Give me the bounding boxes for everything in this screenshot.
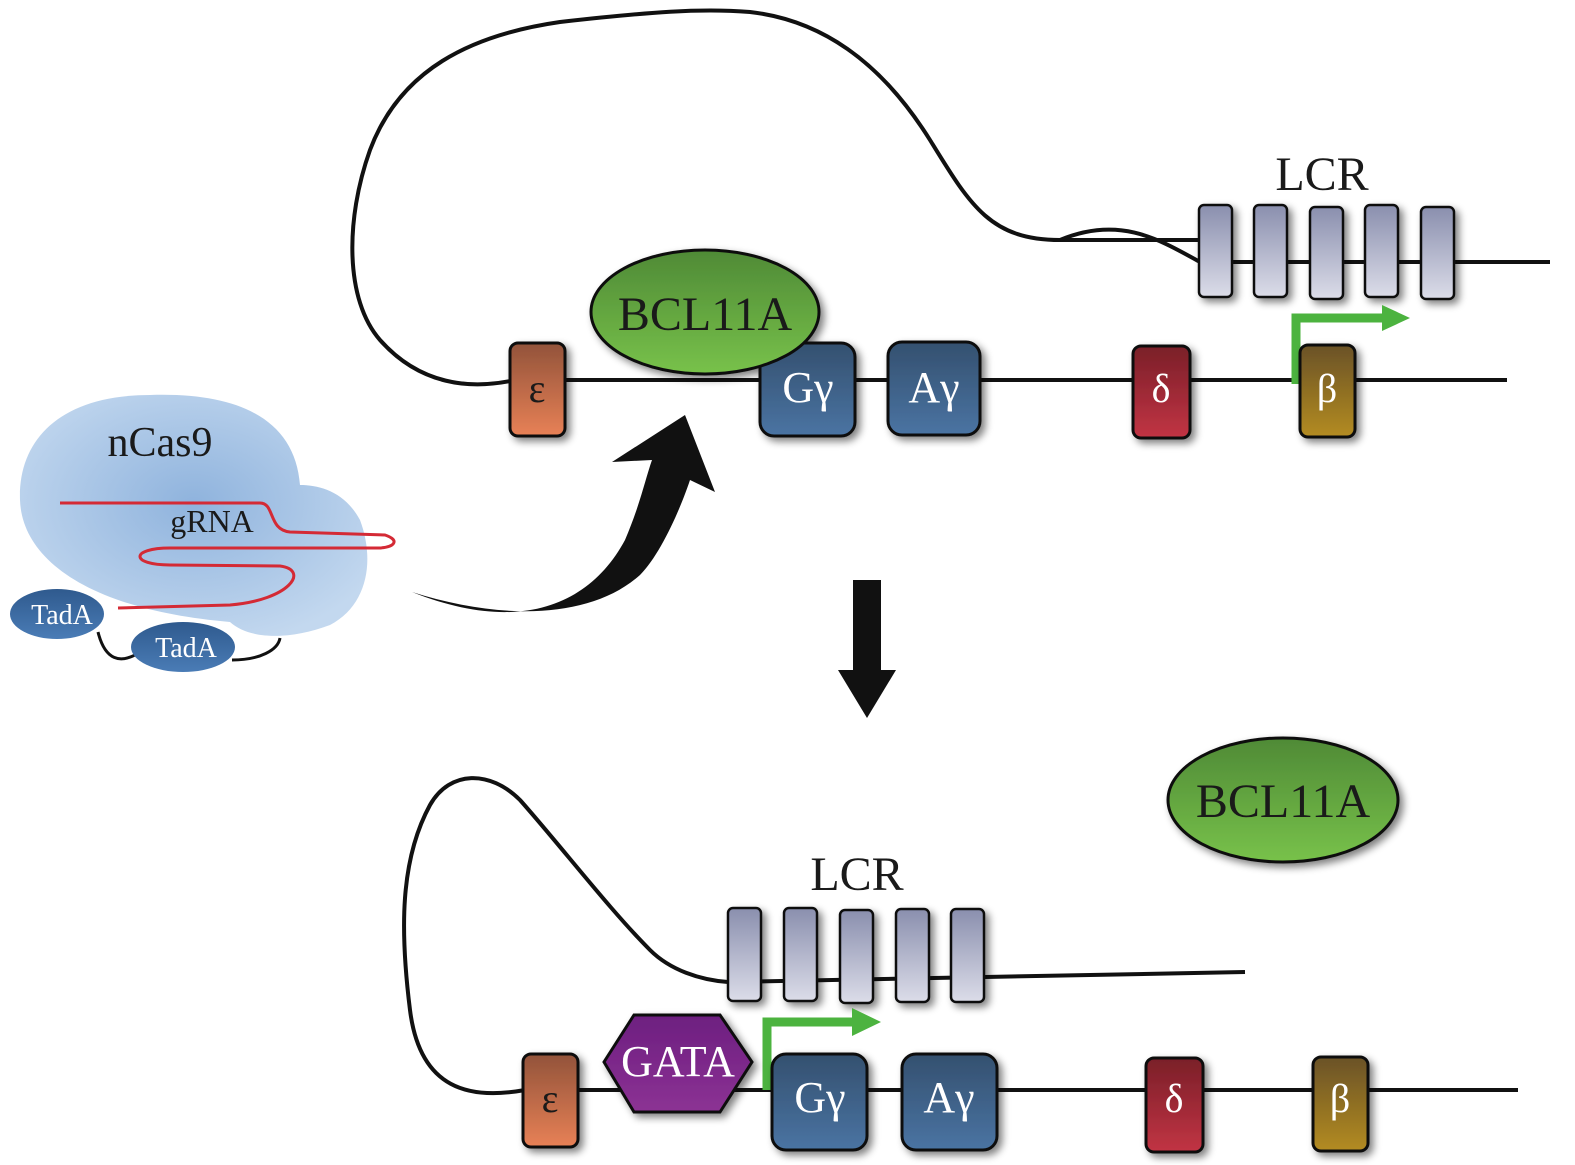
grna-strand	[60, 501, 396, 610]
ncas9-label: nCas9	[108, 420, 213, 466]
lcr-element	[726, 906, 763, 1003]
tada-1	[10, 589, 104, 639]
lcr-element	[782, 906, 819, 1003]
transcription-arrow-icon	[762, 1017, 855, 1090]
gene-delta-top	[1131, 344, 1192, 440]
ncas9-protein	[19, 394, 368, 636]
bcl11a-bound-label: BCL11A	[618, 288, 793, 341]
lcr-element	[894, 907, 931, 1004]
chromatin-loop-bottom	[402, 776, 729, 1096]
gene-epsilon-bottom-label: ε	[542, 1076, 559, 1121]
tada-2-label: TadA	[155, 633, 218, 664]
lcr-element	[1252, 203, 1289, 299]
lcr-element	[838, 908, 875, 1005]
grna-label: gRNA	[170, 503, 254, 539]
bcl11a-released-label: BCL11A	[1196, 775, 1371, 828]
gene-a-gamma-bottom-label: Aγ	[923, 1073, 974, 1122]
lcr-element	[1308, 205, 1345, 301]
gene-epsilon-top	[508, 341, 567, 438]
gene-a-gamma-top-label: Aγ	[908, 363, 959, 412]
lcr-label-bottom: LCR	[810, 848, 903, 901]
lcr-elements-top	[1197, 203, 1456, 301]
gene-beta-top	[1298, 343, 1357, 439]
gene-delta-bottom-label: δ	[1165, 1076, 1184, 1121]
gene-beta-bottom-label: β	[1330, 1076, 1350, 1121]
transcription-arrow-icon	[1291, 313, 1385, 384]
lcr-elements-bottom	[726, 906, 986, 1005]
gene-g-gamma-bottom	[770, 1052, 869, 1152]
down-arrow-icon	[838, 580, 896, 718]
gene-beta-top-label: β	[1317, 366, 1337, 411]
gata-label: GATA	[621, 1037, 735, 1086]
tada-2	[131, 622, 235, 672]
transcription-arrowhead	[852, 1008, 881, 1036]
tada-1-label: TadA	[31, 600, 94, 631]
gene-g-gamma-bottom-label: Gγ	[794, 1073, 845, 1122]
loop-to-lcr	[1059, 227, 1201, 264]
transcription-arrowhead	[1382, 305, 1410, 331]
gene-g-gamma-top-label: Gγ	[782, 363, 833, 412]
before-locus: LCR BCL11A ε Gγ Aγ δ β	[350, 8, 1550, 440]
lcr-element	[1363, 203, 1400, 299]
bcl11a-released	[1166, 736, 1400, 864]
gene-delta-bottom	[1144, 1056, 1205, 1154]
gene-a-gamma-top	[886, 340, 982, 437]
curved-arrow-icon	[412, 415, 715, 613]
gene-beta-bottom	[1311, 1055, 1370, 1153]
gata-factor	[602, 1013, 754, 1114]
lcr-element	[1419, 205, 1456, 301]
lcr-label-top: LCR	[1275, 148, 1368, 201]
base-editor-complex: nCas9 gRNA TadA TadA	[10, 394, 396, 672]
lcr-element	[949, 907, 986, 1004]
after-locus: BCL11A LCR GATA ε Gγ Aγ δ β	[402, 736, 1518, 1154]
gene-delta-top-label: δ	[1152, 366, 1171, 411]
bcl11a-bound	[589, 248, 821, 376]
chromatin-loop-top	[350, 8, 1200, 387]
gene-epsilon-bottom	[521, 1052, 580, 1149]
gene-g-gamma-top	[758, 341, 857, 438]
gene-epsilon-top-label: ε	[529, 366, 546, 411]
lcr-element	[1197, 203, 1234, 299]
gene-a-gamma-bottom	[900, 1052, 999, 1152]
